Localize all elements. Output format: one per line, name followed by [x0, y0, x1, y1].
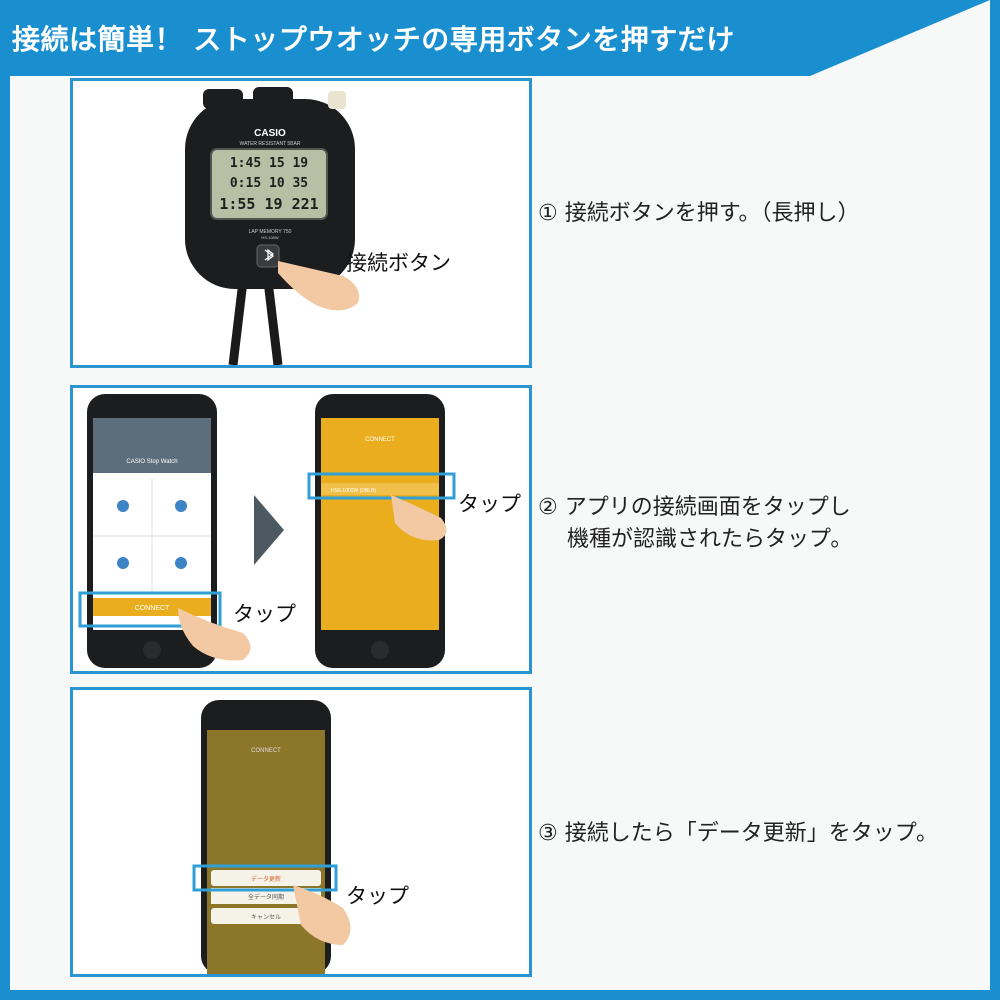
header-corner-cut — [810, 0, 990, 76]
bluetooth-icon — [264, 248, 274, 262]
step2-text-line2: 機種が認識されたらタップ。 — [538, 527, 853, 552]
stopwatch-model: HS-100W — [261, 235, 279, 240]
step3-panel: CONNECT データ更新 全データ同期 キャンセル タップ — [70, 687, 532, 977]
finger-icon — [278, 261, 359, 311]
tap-callout-1: タップ — [233, 602, 296, 626]
step1-text: ① 接続ボタンを押す。（長押し） — [538, 201, 860, 226]
next-arrow-icon — [254, 495, 284, 565]
pitch-icon — [117, 557, 129, 569]
stopwatch-memory: LAP MEMORY 750 — [249, 229, 292, 235]
lcd-row1: 1:45 15 19 — [230, 156, 308, 171]
pace-icon — [175, 557, 187, 569]
tap-callout-2: タップ — [458, 492, 521, 516]
step2-text-line1: ② アプリの接続画面をタップし — [538, 495, 851, 520]
stopwatch-illustration: CASIO WATER RESISTANT 5BAR 1:45 15 19 0:… — [185, 87, 359, 365]
menu-screen-title: CONNECT — [251, 748, 281, 754]
phone-menu-illustration: CONNECT データ更新 全データ同期 キャンセル — [192, 700, 351, 974]
sprint-icon — [175, 500, 187, 512]
step2-panel: CASIO Stop Watch CONNECT CONNECT HS6-100… — [70, 385, 532, 674]
finger-icon — [178, 608, 251, 661]
lcd-row3: 1:55 19 221 — [219, 195, 318, 213]
stopwatch-water: WATER RESISTANT 5BAR — [240, 141, 301, 147]
step3-text: ③ 接続したら「データ更新」をタップ。 — [538, 821, 939, 846]
stopwatch-brand: CASIO — [254, 128, 286, 139]
all-data-option[interactable]: 全データ同期 — [248, 893, 284, 901]
highlight-update — [192, 864, 338, 892]
cancel-option[interactable]: キャンセル — [251, 914, 281, 921]
device-name[interactable]: HS6-1000W (DBLB) — [331, 488, 376, 494]
lap-icon — [117, 500, 129, 512]
tap-callout-3: タップ — [346, 884, 409, 908]
connect-label: CONNECT — [135, 605, 170, 612]
highlight-connect — [78, 591, 222, 628]
data-update-option[interactable]: データ更新 — [251, 875, 281, 883]
finger-icon — [293, 885, 351, 945]
highlight-device — [307, 472, 456, 500]
step1-panel: CASIO WATER RESISTANT 5BAR 1:45 15 19 0:… — [70, 78, 532, 368]
lcd-row2: 0:15 10 35 — [230, 176, 308, 191]
connect-button-callout: 接続ボタン — [346, 251, 451, 275]
app-name: CASIO Stop Watch — [126, 459, 177, 465]
connect-screen-title: CONNECT — [365, 437, 395, 443]
phones-illustration: CASIO Stop Watch CONNECT CONNECT HS6-100… — [78, 394, 456, 668]
page-title: 接続は簡単！ ストップウオッチの専用ボタンを押すだけ — [12, 23, 735, 56]
finger-icon — [391, 495, 447, 541]
